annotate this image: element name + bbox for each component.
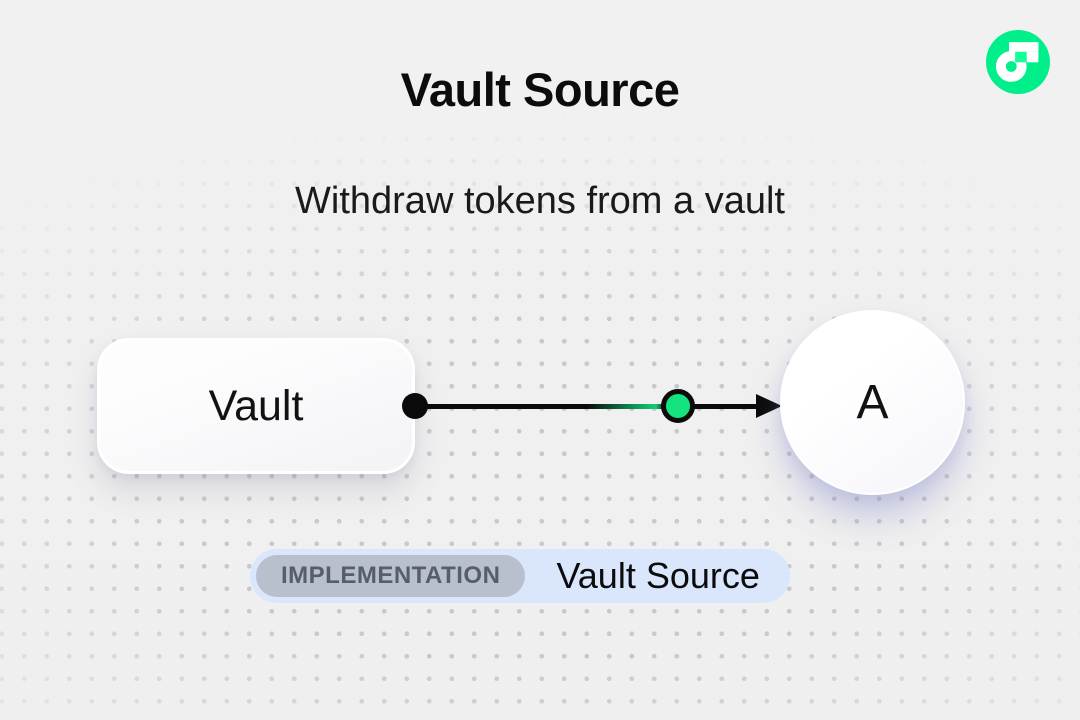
account-node-label: A	[856, 376, 889, 429]
diagram-node-account: A	[780, 310, 965, 495]
edge-midpoint-node	[661, 389, 695, 423]
page-subtitle: Withdraw tokens from a vault	[295, 180, 785, 222]
implementation-badge: IMPLEMENTATION Vault Source	[250, 549, 790, 603]
flow-logo-icon	[986, 30, 1050, 94]
edge-line	[415, 404, 759, 409]
vault-node-label: Vault	[208, 381, 304, 430]
implementation-tag: IMPLEMENTATION	[256, 555, 526, 597]
diagram-node-vault: Vault	[97, 338, 415, 474]
edge-arrowhead-icon	[756, 394, 782, 418]
page-title: Vault Source	[400, 63, 680, 116]
implementation-label: Vault Source	[556, 555, 760, 596]
